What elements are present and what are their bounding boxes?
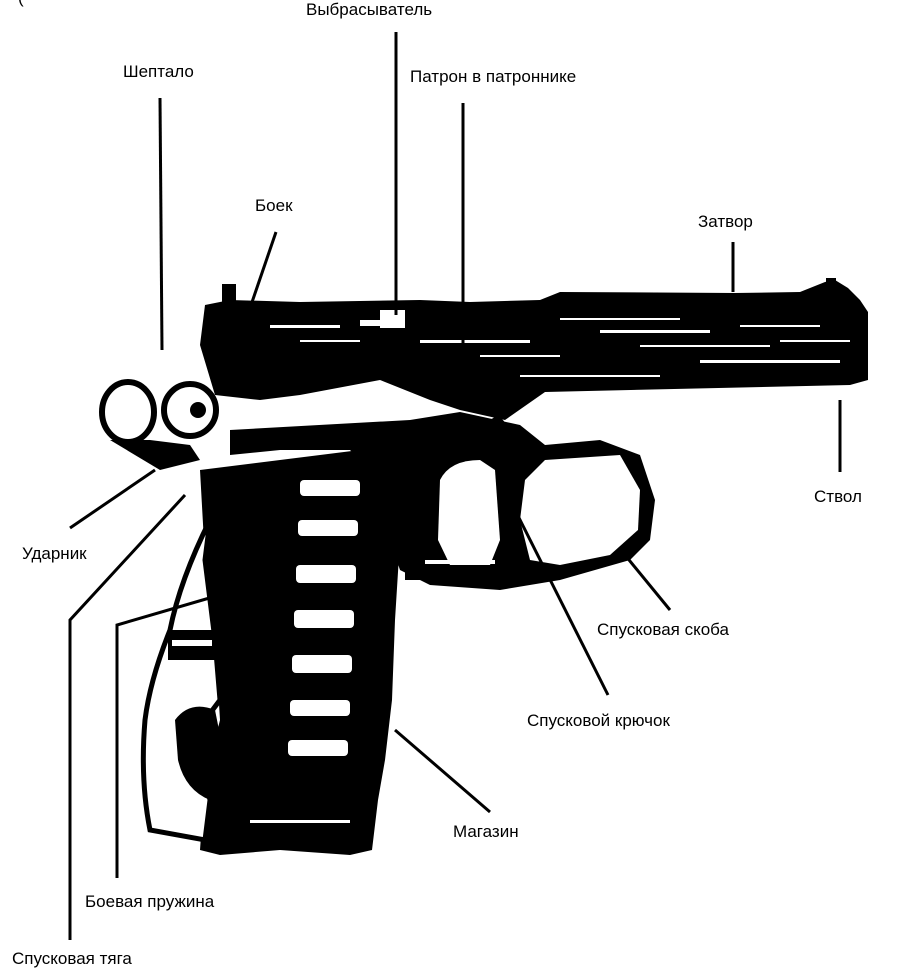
leader-mainspring xyxy=(115,590,231,878)
frame-shape xyxy=(230,412,655,590)
leader-magazine xyxy=(394,728,491,814)
label-barrel: Ствол xyxy=(814,487,862,506)
label-trigger: Спусковой крючок xyxy=(527,711,670,730)
leader-firing-pin xyxy=(248,231,278,309)
label-slide: Затвор xyxy=(698,212,753,231)
top-fragment-text: ( xyxy=(18,0,24,8)
label-firing-pin: Боек xyxy=(255,196,293,215)
grip-shape xyxy=(140,445,425,855)
leader-lines xyxy=(68,32,842,940)
label-hammer: Ударник xyxy=(22,544,87,563)
slide-shape xyxy=(200,278,868,435)
label-sear: Шептало xyxy=(123,62,194,81)
label-chambered-round: Патрон в патроннике xyxy=(410,67,577,86)
label-mainspring: Боевая пружина xyxy=(85,892,215,911)
label-magazine: Магазин xyxy=(453,822,519,841)
hammer-shape xyxy=(99,379,219,470)
leader-trigger xyxy=(503,489,610,696)
label-trigger-bar: Спусковая тяга xyxy=(12,949,132,968)
label-ejector: Выбрасыватель xyxy=(306,0,433,19)
leader-hammer xyxy=(69,468,156,530)
leader-trigger-bar xyxy=(68,493,187,940)
label-trigger-guard: Спусковая скоба xyxy=(597,620,729,639)
leader-sear xyxy=(158,97,164,351)
leader-trigger-guard xyxy=(623,554,672,611)
